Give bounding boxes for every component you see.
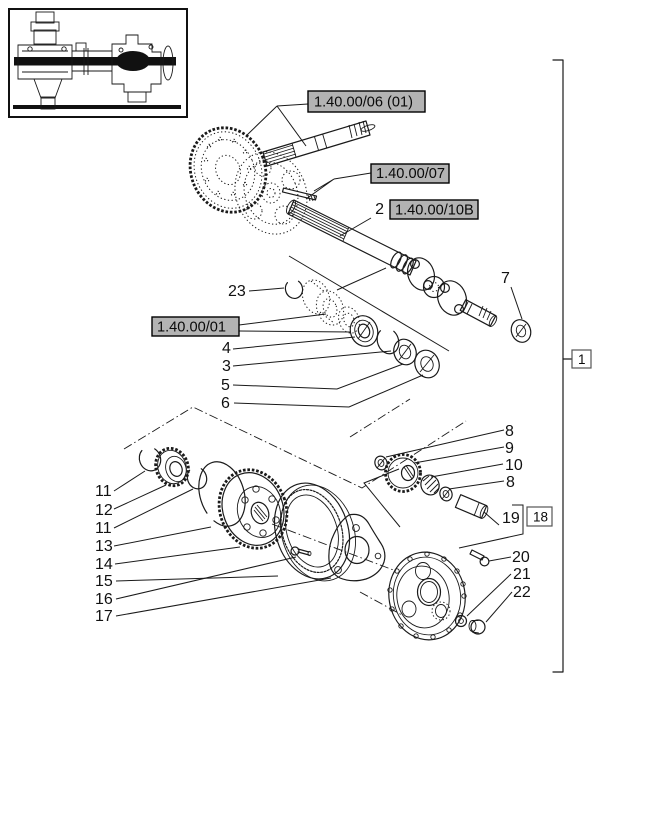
callout-20: 20: [512, 549, 530, 566]
bearing-kit-group: [284, 278, 440, 379]
crown-bolt-holes: [203, 136, 252, 197]
planetary-group: [138, 446, 386, 582]
callout-21: 21: [513, 566, 531, 583]
callout-14: 14: [95, 556, 113, 573]
callout-8b: 8: [506, 474, 515, 491]
bevel-gear-set: [374, 453, 489, 519]
crown-wheel-and-differential: [188, 126, 318, 235]
module-label-06-text: 1.40.00/06 (01): [314, 95, 413, 111]
callout-4: 4: [222, 340, 231, 357]
module-label-01[interactable]: 1.40.00/01: [151, 316, 240, 337]
bevel-pinion-shaft: [262, 120, 376, 167]
leader-lines: [113, 103, 524, 623]
assembly-bracket: [552, 59, 573, 673]
cover-plate-group: [387, 549, 490, 641]
callout-10: 10: [505, 457, 523, 474]
callout-3: 3: [222, 358, 231, 375]
axle-thumbnail-inset: [8, 8, 188, 118]
module-label-07[interactable]: 1.40.00/07: [370, 163, 450, 184]
callout-13: 13: [95, 538, 113, 555]
callout-19: 19: [502, 510, 520, 527]
module-label-07-text: 1.40.00/07: [376, 166, 445, 182]
ref-box-18[interactable]: 18: [526, 506, 553, 527]
callout-7: 7: [501, 270, 510, 287]
callout-11a: 11: [95, 483, 112, 500]
centerlines: [123, 398, 467, 616]
ring-7: [510, 319, 532, 343]
callout-16: 16: [95, 591, 113, 608]
ref-box-assembly[interactable]: 1: [571, 349, 592, 369]
module-label-01-text: 1.40.00/01: [157, 320, 226, 336]
ref-18-label: 18: [533, 510, 548, 525]
ref-1-label: 1: [578, 352, 586, 367]
callout-9: 9: [505, 440, 514, 457]
callout-numbers: 2 23 4 3 5 6 7 8 9 10 8 11 12 11 13 14 1…: [95, 201, 531, 625]
module-label-10b-text: 1.40.00/10B: [395, 203, 474, 219]
callout-23: 23: [228, 283, 246, 300]
callout-11b: 11: [95, 520, 112, 537]
module-label-06[interactable]: 1.40.00/06 (01): [307, 90, 426, 113]
callout-17: 17: [95, 608, 113, 625]
plate-bolt-holes: [387, 551, 467, 640]
callout-2: 2: [375, 201, 384, 218]
axle-shaft-ujoint: [286, 199, 498, 327]
callout-22: 22: [513, 584, 531, 601]
callout-6: 6: [221, 395, 230, 412]
callout-5: 5: [221, 377, 230, 394]
callout-15: 15: [95, 573, 113, 590]
callout-12: 12: [95, 502, 113, 519]
module-label-10b[interactable]: 1.40.00/10B: [389, 199, 479, 220]
grouping-lines: [288, 255, 450, 528]
callout-8a: 8: [505, 423, 514, 440]
